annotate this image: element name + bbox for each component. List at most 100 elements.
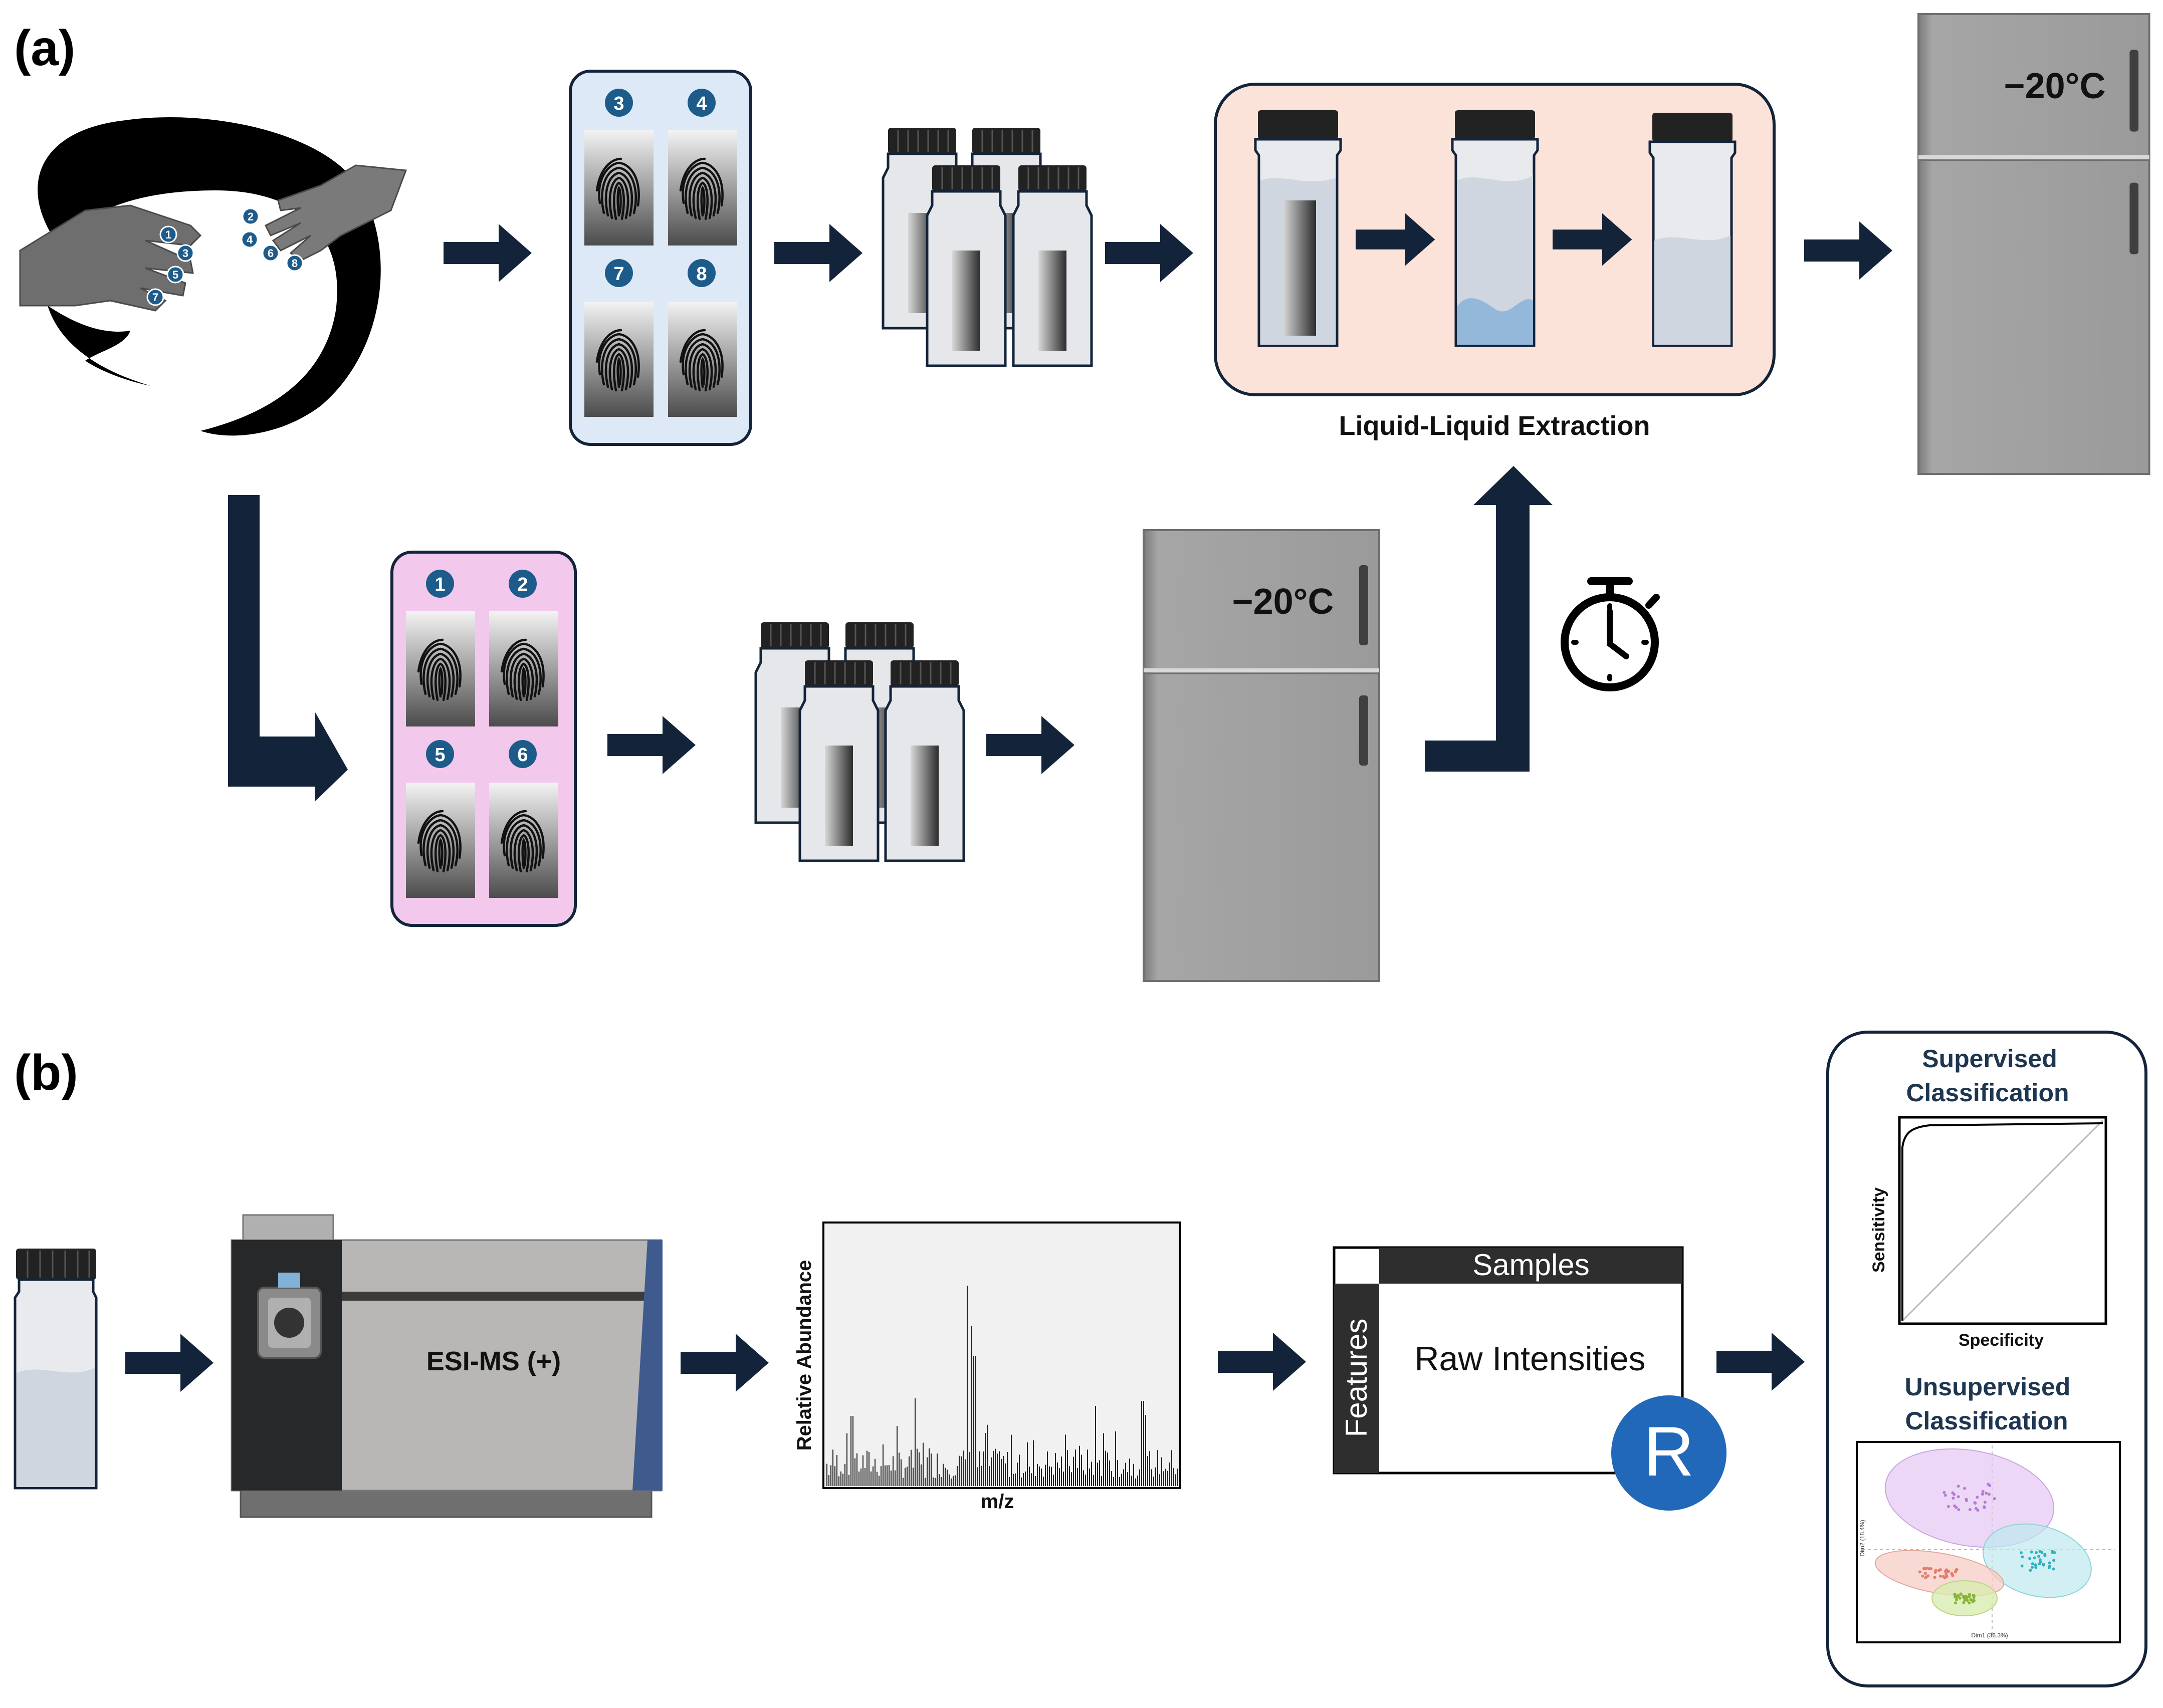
pca-point: [1941, 1575, 1945, 1578]
panel-b-label: (b): [14, 1045, 78, 1101]
pca-point: [1918, 1570, 1921, 1574]
pca-point: [1952, 1497, 1955, 1500]
spectrum-xlabel: m/z: [981, 1491, 1014, 1513]
pca-point: [1959, 1592, 1963, 1596]
pca-point: [2037, 1555, 2041, 1558]
pca-point: [1968, 1601, 1971, 1605]
pca-point: [1954, 1594, 1957, 1597]
pca-point: [2030, 1550, 2033, 1554]
arrow-icon: [774, 224, 862, 282]
arrow-icon: [1105, 224, 1193, 282]
pca-point: [1976, 1496, 1979, 1499]
pca-point: [2051, 1551, 2054, 1554]
pca-xlabel: Dim1 (36.3%): [1971, 1632, 2008, 1639]
pca-point: [2028, 1557, 2032, 1560]
hand-badge-7: 7: [152, 291, 158, 304]
hand-badge-4: 4: [247, 233, 253, 246]
pca-point: [1983, 1501, 1987, 1504]
pca-point: [1953, 1493, 1956, 1496]
pca-point: [1974, 1502, 1977, 1505]
freezer-middle-temp: −20°C: [1232, 582, 1334, 622]
pca-point: [2034, 1566, 2038, 1569]
slide-badge: 3: [613, 93, 624, 114]
l-arrow-down-right: [228, 495, 348, 802]
slide-badge: 4: [696, 93, 707, 114]
slide-badge: 1: [435, 574, 445, 595]
vial-group-bottom: [756, 622, 964, 861]
pca-point: [1969, 1598, 1973, 1601]
slide-top: 3 4 7 8: [569, 70, 752, 446]
roc-ylabel: Sensitivity: [1869, 1187, 1888, 1273]
pca-point: [1987, 1493, 1991, 1496]
pca-point: [1972, 1596, 1976, 1599]
hand-badge-5: 5: [172, 269, 178, 281]
unsupervised-title-line2: Classification: [1905, 1407, 2068, 1435]
pca-point: [2029, 1569, 2032, 1572]
slide-badge: 5: [435, 745, 445, 766]
hand-badge-3: 3: [182, 247, 188, 260]
pca-point: [2021, 1555, 2024, 1559]
pca-point: [1981, 1490, 1985, 1493]
pca-point: [1926, 1574, 1930, 1578]
spectrum-ylabel: Relative Abundance: [793, 1260, 815, 1451]
supervised-title-line2: Classification: [1906, 1079, 2069, 1107]
ms-label: ESI-MS (+): [426, 1346, 561, 1376]
pca-point: [1966, 1595, 1969, 1599]
unsupervised-title: Unsupervised: [1905, 1373, 2071, 1401]
pca-point: [1962, 1595, 1966, 1599]
pca-point: [1957, 1485, 1960, 1488]
freezer-top-temp: −20°C: [2004, 66, 2106, 106]
pca-point: [2048, 1561, 2051, 1565]
pca-point: [1981, 1493, 1984, 1496]
pca-point: [2040, 1551, 2044, 1554]
matrix-header: Samples: [1472, 1248, 1589, 1282]
sample-vial: [14, 1249, 98, 1490]
pca-point: [2052, 1559, 2055, 1562]
pca-point: [1938, 1574, 1942, 1578]
mass-spectrometer: ESI-MS (+): [231, 1214, 663, 1518]
pca-point: [1963, 1487, 1967, 1490]
pca-point: [1942, 1491, 1946, 1494]
matrix-side: Features: [1340, 1319, 1373, 1437]
arrow-icon: [681, 1334, 769, 1392]
hand-badge-6: 6: [268, 247, 274, 260]
pca-point: [1957, 1495, 1960, 1499]
r-logo: R: [1643, 1412, 1694, 1491]
arrow-icon: [986, 716, 1074, 774]
pca-point: [1985, 1492, 1988, 1495]
mass-spectrum-plot: Relative Abundance m/z: [793, 1222, 1181, 1513]
pca-point: [1934, 1569, 1937, 1572]
pca-point: [1971, 1600, 1975, 1603]
pca-point: [1944, 1573, 1948, 1576]
slide-badge: 2: [517, 574, 528, 595]
pca-point: [1946, 1505, 1950, 1508]
pca-point: [1943, 1494, 1947, 1497]
slide-badge: 8: [696, 264, 707, 285]
pca-point: [2034, 1563, 2037, 1567]
vial-group-top: [883, 128, 1092, 366]
slide-bottom: 1 2 5 6: [390, 551, 577, 927]
supervised-title: Supervised: [1922, 1045, 2057, 1073]
arrow-icon: [125, 1334, 213, 1392]
pca-point: [1922, 1567, 1926, 1570]
pca-point: [1945, 1568, 1949, 1572]
pca-point: [1921, 1574, 1924, 1578]
lle-box: [1214, 83, 1776, 396]
head-with-hands-illustration: 1 3 5 7 2 4 6 8: [19, 117, 407, 436]
pca-point: [1955, 1568, 1958, 1572]
l-arrow-right-up: [1425, 466, 1553, 772]
pca-point: [2043, 1554, 2047, 1558]
arrow-icon: [607, 716, 696, 774]
pca-point: [1925, 1566, 1928, 1570]
pca-point: [2047, 1566, 2051, 1569]
pca-point: [1954, 1601, 1958, 1605]
stopwatch-icon: [1561, 577, 1660, 691]
pca-point: [1958, 1596, 1962, 1600]
hand-badge-8: 8: [292, 257, 298, 270]
pca-point: [1975, 1507, 1978, 1510]
pca-point: [2033, 1556, 2036, 1560]
hand-badge-2: 2: [248, 210, 254, 223]
pca-point: [1968, 1508, 1972, 1512]
pca-point: [1955, 1598, 1959, 1601]
arrow-icon: [1804, 221, 1892, 280]
